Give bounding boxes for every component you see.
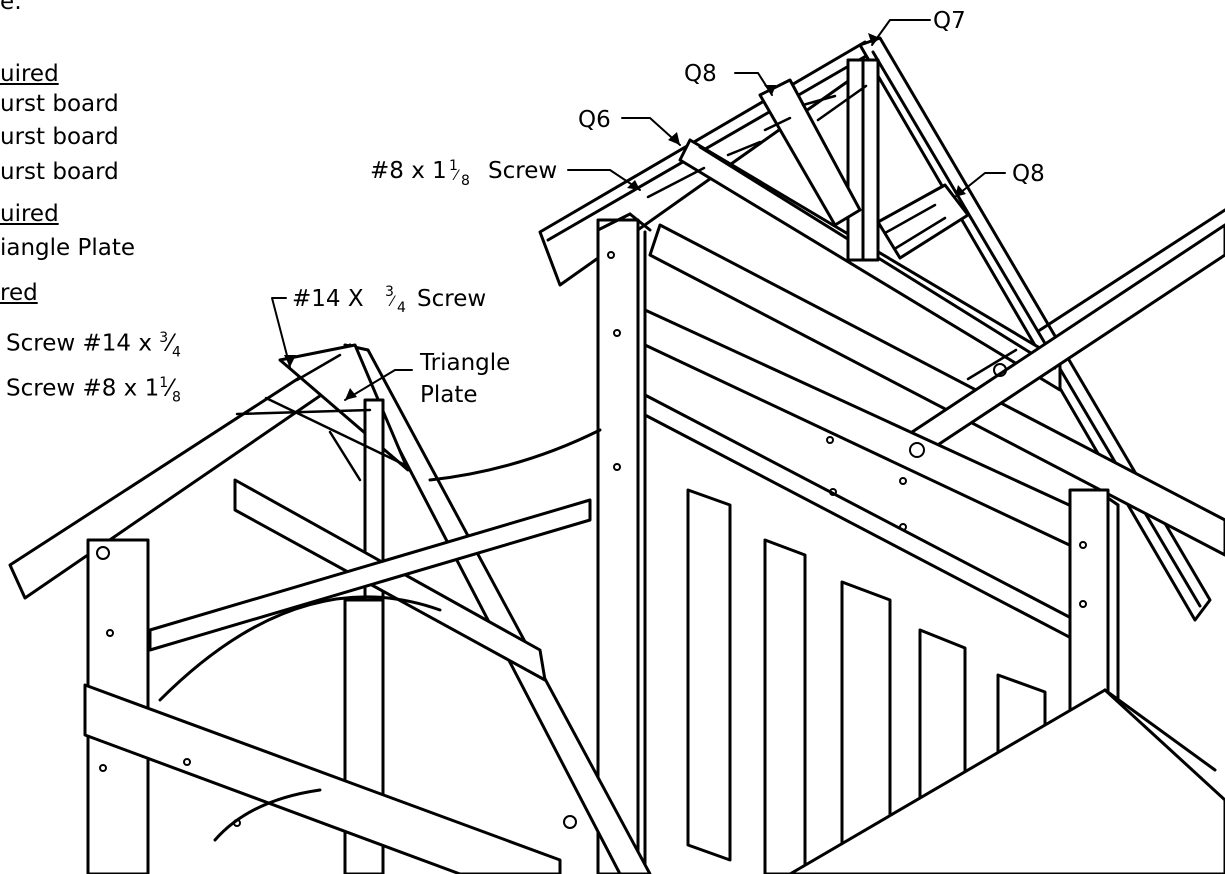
label-screw-14-numerator: 3 xyxy=(385,284,394,300)
label-screw-14-text: #14 X xyxy=(292,286,364,312)
parts-item: iangle Plate xyxy=(0,235,136,261)
q8-right-block xyxy=(876,183,970,260)
label-q8-top: Q8 xyxy=(684,61,717,87)
parts-item: urst board xyxy=(0,124,119,150)
parts-item-text: Screw #14 x xyxy=(6,330,160,357)
label-q7: Q7 xyxy=(933,8,966,34)
label-screw-8-text: #8 x 1 xyxy=(370,158,447,184)
fraction-slash: ⁄ xyxy=(388,294,396,310)
label-q8-right: Q8 xyxy=(1012,161,1045,187)
right-top-rail xyxy=(643,308,1082,642)
parts-section-header: uired xyxy=(0,201,59,227)
fraction-denominator: 8 xyxy=(172,389,181,406)
parts-item-screw8: Screw #8 x 11⁄8 xyxy=(6,375,181,406)
fraction-slash: ⁄ xyxy=(452,168,460,184)
left-structure-beams xyxy=(83,478,592,874)
parts-item: urst board xyxy=(0,91,119,117)
parts-item-screw14: Screw #14 x 3⁄4 xyxy=(6,330,181,361)
right-structure-rear-post xyxy=(1068,488,1120,722)
bolt-holes xyxy=(96,251,1087,829)
parts-item-text: Screw #8 x 1 xyxy=(6,375,160,402)
label-screw-14-suffix: Screw xyxy=(417,286,486,312)
label-screw-8-numerator: 1 xyxy=(449,158,458,174)
q8-top-brace xyxy=(758,78,862,227)
label-screw-8: #8 x 1 1 ⁄ 8 Screw xyxy=(370,158,557,189)
screws-right xyxy=(646,84,1018,381)
label-screw-14: #14 X 3 ⁄ 4 Screw xyxy=(292,284,486,316)
parts-list-top-fragment: e: xyxy=(0,0,22,15)
fraction-numerator: 1 xyxy=(159,375,169,391)
label-triangle-line2: Plate xyxy=(420,382,478,408)
parts-section-header: uired xyxy=(0,61,59,87)
parts-list: e: uired urst board urst board urst boar… xyxy=(0,0,205,420)
left-gable-descending-rafter xyxy=(343,343,652,874)
slide-arc xyxy=(158,428,602,842)
fraction-numerator: 3 xyxy=(159,330,169,346)
right-gable-king-post xyxy=(846,58,880,262)
right-structure-front-post xyxy=(596,212,652,874)
screws-left xyxy=(235,353,405,482)
roof-panel xyxy=(788,688,1225,874)
parts-item: urst board xyxy=(0,159,119,185)
fraction-denominator: 4 xyxy=(172,344,181,361)
label-triangle-line1: Triangle xyxy=(419,350,510,376)
right-gable-right-rafter xyxy=(858,36,1212,622)
label-screw-8-suffix: Screw xyxy=(488,158,557,184)
leader-arrowheads xyxy=(284,33,966,400)
label-screw-8-denominator: 8 xyxy=(461,173,470,189)
right-main-beam xyxy=(648,208,1225,557)
parts-section-header: red xyxy=(0,280,38,306)
label-q6: Q6 xyxy=(578,107,611,133)
label-screw-14-denominator: 4 xyxy=(397,300,406,316)
